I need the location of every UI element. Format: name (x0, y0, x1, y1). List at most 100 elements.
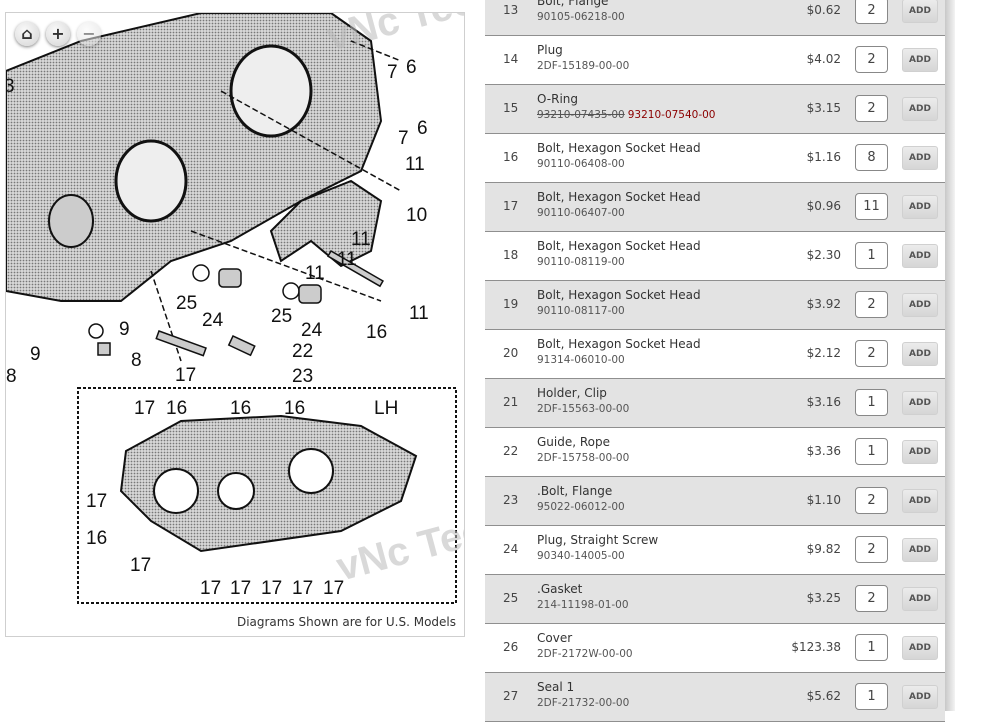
part-name: Bolt, Hexagon Socket Head (537, 141, 701, 155)
table-row: 16 Bolt, Hexagon Socket Head 90110-06408… (485, 134, 945, 183)
ref-number: 15 (503, 101, 519, 115)
part-number-cell: 91314-06010-00 (537, 354, 625, 366)
callout-label: 16 (166, 398, 187, 419)
price: $3.92 (806, 297, 841, 311)
ref-number: 13 (503, 3, 519, 17)
add-to-cart-button[interactable]: ADD (902, 0, 938, 23)
table-row: 21 Holder, Clip 2DF-15563-00-00 $3.16 1 … (485, 379, 945, 428)
callout-label: LH (374, 398, 398, 419)
quantity-input[interactable]: 2 (855, 291, 888, 318)
ref-number: 24 (503, 542, 519, 556)
price: $2.30 (806, 248, 841, 262)
add-to-cart-button[interactable]: ADD (902, 195, 938, 219)
add-to-cart-button[interactable]: ADD (902, 440, 938, 464)
price: $3.25 (806, 591, 841, 605)
add-to-cart-button[interactable]: ADD (902, 685, 938, 709)
add-to-cart-button[interactable]: ADD (902, 146, 938, 170)
quantity-input[interactable]: 11 (855, 193, 888, 220)
part-number: 90110-08119-00 (537, 256, 625, 268)
callout-label: 11 (351, 229, 371, 250)
parts-diagram[interactable]: 6 7 7 6 11 10 11 11 11 11 16 25 24 25 24… (5, 12, 465, 637)
old-part-number: 93210-07435-00 (537, 109, 625, 121)
callout-label: 11 (305, 263, 325, 284)
quantity-input[interactable]: 1 (855, 242, 888, 269)
quantity-input[interactable]: 2 (855, 585, 888, 612)
callout-label: 16 (230, 398, 251, 419)
quantity-input[interactable]: 2 (855, 0, 888, 24)
callout-label: 7 (398, 128, 409, 149)
quantity-input[interactable]: 2 (855, 46, 888, 73)
callout-label: 17 (230, 578, 251, 599)
price: $2.12 (806, 346, 841, 360)
part-number: 90110-08117-00 (537, 305, 625, 317)
part-name: Plug (537, 43, 563, 57)
price: $0.62 (806, 3, 841, 17)
quantity-input[interactable]: 2 (855, 487, 888, 514)
add-to-cart-button[interactable]: ADD (902, 293, 938, 317)
part-name: .Gasket (537, 582, 583, 596)
table-row: 22 Guide, Rope 2DF-15758-00-00 $3.36 1 A… (485, 428, 945, 477)
part-number-cell: 2DF-15758-00-00 (537, 452, 629, 464)
part-name: Guide, Rope (537, 435, 611, 449)
part-number-cell: 2DF-2172W-00-00 (537, 648, 633, 660)
price: $9.82 (806, 542, 841, 556)
part-name: Seal 1 (537, 680, 575, 694)
callout-label: 11 (337, 249, 357, 270)
add-to-cart-button[interactable]: ADD (902, 342, 938, 366)
part-number: 90110-06407-00 (537, 207, 625, 219)
part-number: 2DF-15189-00-00 (537, 60, 630, 72)
part-number: 90340-14005-00 (537, 550, 625, 562)
scrollbar[interactable] (945, 0, 955, 711)
callout-label: 16 (86, 528, 107, 549)
add-to-cart-button[interactable]: ADD (902, 97, 938, 121)
zoom-out-icon[interactable]: − (77, 22, 101, 46)
part-number-cell: 90110-08119-00 (537, 256, 625, 268)
add-to-cart-button[interactable]: ADD (902, 636, 938, 660)
callout-label: 16 (284, 398, 305, 419)
quantity-input[interactable]: 1 (855, 438, 888, 465)
new-part-number: 93210-07540-00 (627, 109, 716, 121)
quantity-input[interactable]: 8 (855, 144, 888, 171)
part-number-cell: 2DF-15563-00-00 (537, 403, 629, 415)
quantity-input[interactable]: 2 (855, 536, 888, 563)
add-to-cart-button[interactable]: ADD (902, 587, 938, 611)
callout-label: 16 (366, 322, 387, 343)
zoom-in-icon[interactable]: + (46, 22, 70, 46)
parts-table: 13 Bolt, Flange 90105-06218-00 $0.62 2 A… (485, 0, 945, 722)
price: $1.16 (806, 150, 841, 164)
add-to-cart-button[interactable]: ADD (902, 391, 938, 415)
table-row: 17 Bolt, Hexagon Socket Head 90110-06407… (485, 183, 945, 232)
callout-label: 6 (417, 118, 428, 139)
quantity-input[interactable]: 1 (855, 634, 888, 661)
quantity-input[interactable]: 1 (855, 389, 888, 416)
part-number-cell: 90110-08117-00 (537, 305, 625, 317)
table-row: 19 Bolt, Hexagon Socket Head 90110-08117… (485, 281, 945, 330)
part-number: 2DF-2172W-00-00 (537, 648, 633, 660)
callout-label: 11 (409, 303, 429, 324)
callout-label: 6 (406, 57, 417, 78)
table-row: 20 Bolt, Hexagon Socket Head 91314-06010… (485, 330, 945, 379)
price: $3.16 (806, 395, 841, 409)
callout-label: 8 (6, 366, 17, 387)
callout-label: 24 (301, 320, 323, 341)
ref-number: 22 (503, 444, 519, 458)
part-name: Cover (537, 631, 573, 645)
price: $5.62 (806, 689, 841, 703)
home-icon[interactable]: ⌂ (15, 22, 39, 46)
part-number: 214-11198-01-00 (537, 599, 629, 611)
add-to-cart-button[interactable]: ADD (902, 244, 938, 268)
add-to-cart-button[interactable]: ADD (902, 538, 938, 562)
add-to-cart-button[interactable]: ADD (902, 48, 938, 72)
table-row: 23 .Bolt, Flange 95022-06012-00 $1.10 2 … (485, 477, 945, 526)
quantity-input[interactable]: 2 (855, 95, 888, 122)
part-number-cell: 90110-06408-00 (537, 158, 625, 170)
add-to-cart-button[interactable]: ADD (902, 489, 938, 513)
part-name: Bolt, Hexagon Socket Head (537, 190, 701, 204)
callout-label: 8 (131, 350, 142, 371)
table-row: 14 Plug 2DF-15189-00-00 $4.02 2 ADD (485, 36, 945, 85)
part-name: Bolt, Hexagon Socket Head (537, 239, 701, 253)
quantity-input[interactable]: 1 (855, 683, 888, 710)
quantity-input[interactable]: 2 (855, 340, 888, 367)
